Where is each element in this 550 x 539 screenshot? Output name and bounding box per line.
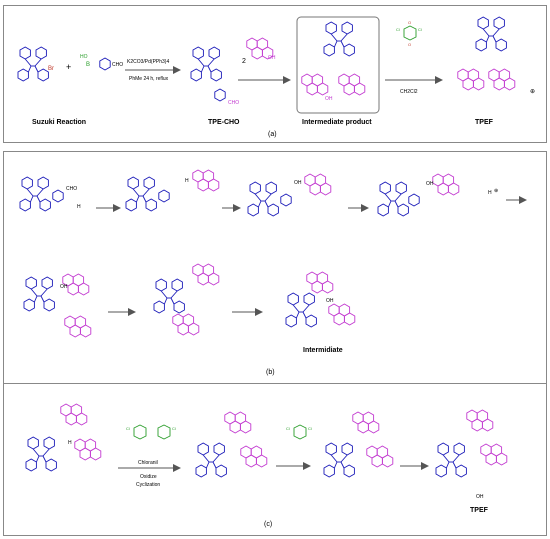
stoichiometry: 2 bbox=[242, 58, 246, 65]
reaction-conditions: PhMe 24 h, reflux bbox=[129, 76, 169, 82]
leaving-oh: OH bbox=[476, 494, 484, 500]
mech-step5-oxonium: OH bbox=[23, 273, 92, 338]
tpe-cho-structure: CHO bbox=[190, 46, 239, 106]
chloranil-reagent-a: Cl Cl O O bbox=[396, 20, 422, 47]
panel-b-mechanism bbox=[3, 151, 547, 385]
svg-text:H: H bbox=[488, 190, 492, 196]
svg-text:O: O bbox=[408, 42, 411, 47]
svg-text:Cl: Cl bbox=[286, 426, 290, 431]
label-tpe-cho: TPE-CHO bbox=[208, 119, 240, 126]
svg-text:OH: OH bbox=[426, 181, 434, 187]
svg-text:B: B bbox=[86, 62, 90, 68]
svg-text:Cl: Cl bbox=[172, 426, 176, 431]
label-chloranil: Chloranil bbox=[138, 460, 158, 466]
panel-c-oxidative-cyclization bbox=[3, 383, 547, 536]
intermediate-box bbox=[296, 16, 380, 114]
intermediate-product-structure: OH bbox=[301, 21, 366, 102]
svg-text:Cl: Cl bbox=[418, 27, 422, 32]
svg-text:⊕: ⊕ bbox=[530, 89, 535, 95]
mech-step6-attack bbox=[153, 263, 220, 336]
svg-text:Cl: Cl bbox=[126, 426, 130, 431]
mech-step4-alcohol: OH bbox=[377, 173, 460, 217]
caption-c: (c) bbox=[264, 521, 272, 528]
panel-c-oxonium bbox=[323, 411, 394, 478]
svg-text:OH: OH bbox=[326, 298, 334, 304]
svg-text:Cl: Cl bbox=[308, 426, 312, 431]
tpef-structure-a: ⊕ bbox=[457, 16, 535, 95]
bromine-atom-label: Br bbox=[48, 66, 54, 72]
panel-c-intermediate: H bbox=[25, 403, 102, 472]
panel-a-suzuki-synthesis bbox=[3, 5, 547, 143]
svg-text:Cl: Cl bbox=[396, 27, 400, 32]
svg-text:H: H bbox=[185, 178, 189, 184]
reagent-catalyst: K2CO3/Pd(PPh3)4 bbox=[127, 59, 169, 65]
mech-step1-tpe-cho: CHO H bbox=[19, 176, 81, 212]
caption-b: (b) bbox=[266, 369, 275, 376]
svg-text:CHO: CHO bbox=[66, 186, 77, 192]
label-intermediate-product: Intermediate product bbox=[302, 119, 372, 126]
boronic-acid-structure: HO B CHO bbox=[80, 54, 123, 71]
label-tpef-a: TPEF bbox=[475, 119, 494, 126]
svg-text:OH: OH bbox=[294, 180, 302, 186]
cho-group-label: CHO bbox=[112, 62, 123, 68]
label-tpef-c: TPEF bbox=[470, 507, 489, 514]
svg-text:⊕: ⊕ bbox=[494, 188, 498, 194]
svg-text:HO: HO bbox=[80, 54, 88, 60]
caption-a: (a) bbox=[268, 131, 277, 138]
panel-c-cation bbox=[195, 411, 268, 478]
svg-text:H: H bbox=[77, 204, 81, 210]
solvent-label: CH2Cl2 bbox=[400, 89, 418, 95]
svg-text:+: + bbox=[66, 62, 71, 72]
panel-c-tpef: OH bbox=[435, 409, 508, 500]
svg-text:OH: OH bbox=[325, 96, 333, 102]
svg-text:OH: OH bbox=[268, 55, 276, 61]
label-suzuki-reaction: Suzuki Reaction bbox=[32, 119, 86, 126]
svg-text:H: H bbox=[68, 440, 72, 446]
mech-intermediate-structure: OH bbox=[285, 271, 356, 328]
svg-text:O: O bbox=[408, 20, 411, 25]
bromo-tpe-structure: Br bbox=[17, 46, 54, 82]
svg-text:CHO: CHO bbox=[228, 100, 239, 106]
mech-step2-activated-aldehyde: H bbox=[125, 169, 220, 212]
label-intermidiate: Intermidiate bbox=[303, 347, 343, 354]
mech-step3-adduct: OH bbox=[247, 173, 332, 217]
label-cyclization: Cyclization bbox=[136, 482, 160, 488]
chloranil-reagent-c: Cl Cl bbox=[126, 424, 176, 440]
julolidinol-reagent: OH bbox=[246, 37, 276, 61]
hydroquinone-structure: Cl Cl bbox=[286, 424, 312, 440]
svg-text:OH: OH bbox=[60, 284, 68, 290]
label-oxidize: Oxidize bbox=[140, 474, 157, 480]
